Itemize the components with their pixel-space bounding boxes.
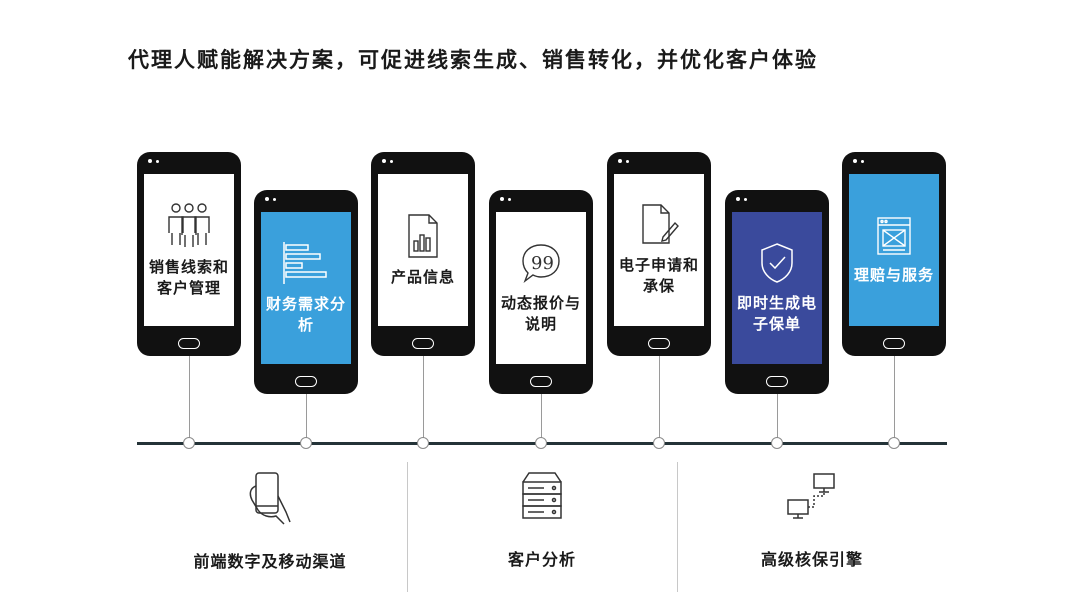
phone-product-info: 产品信息 xyxy=(371,152,475,356)
camera-dot xyxy=(508,198,511,201)
phone-screen: 即时生成电子保单 xyxy=(732,212,822,364)
channel-label: 高级核保引擎 xyxy=(760,550,863,569)
connector-line xyxy=(777,394,778,438)
camera-dot xyxy=(618,159,622,163)
phone-e-application: 电子申请和承保 xyxy=(607,152,711,356)
camera-dot xyxy=(148,159,152,163)
home-button xyxy=(766,376,788,387)
timeline-node xyxy=(771,437,783,449)
phone-screen: 理赔与服务 xyxy=(849,174,939,326)
network-computers-icon xyxy=(787,473,835,519)
server-icon xyxy=(522,472,562,519)
connector-line xyxy=(541,394,542,438)
phone-label: 动态报价与说明 xyxy=(500,294,581,333)
camera-dot xyxy=(156,160,159,163)
channel-customer-analysis: 客户分析 xyxy=(452,470,632,570)
camera-dot xyxy=(500,197,504,201)
phone-dynamic-quote: 99 动态报价与说明 xyxy=(489,190,593,394)
channel-underwriting-engine: 高级核保引擎 xyxy=(722,470,902,570)
phone-screen: 99 动态报价与说明 xyxy=(496,212,586,364)
phone-screen: 销售线索和客户管理 xyxy=(144,174,234,326)
phone-label: 即时生成电子保单 xyxy=(736,294,817,333)
quote-bubble-icon: 99 xyxy=(522,244,560,283)
phone-label: 电子申请和承保 xyxy=(618,256,699,295)
camera-dot xyxy=(861,160,864,163)
document-pen-icon xyxy=(642,204,679,244)
connector-line xyxy=(423,356,424,438)
home-button xyxy=(178,338,200,349)
timeline-node xyxy=(888,437,900,449)
connector-line xyxy=(189,356,190,438)
phone-label: 理赔与服务 xyxy=(853,265,934,284)
timeline-node xyxy=(300,437,312,449)
phone-label: 产品信息 xyxy=(390,267,455,286)
phone-label: 财务需求分析 xyxy=(265,295,346,334)
phone-financial-analysis: 财务需求分析 xyxy=(254,190,358,394)
channel-label: 客户分析 xyxy=(507,550,576,569)
phone-screen: 产品信息 xyxy=(378,174,468,326)
page-title: 代理人赋能解决方案，可促进线索生成、销售转化，并优化客户体验 xyxy=(128,47,818,72)
phone-screen: 财务需求分析 xyxy=(261,212,351,364)
camera-dot xyxy=(744,198,747,201)
phone-claims-service: 理赔与服务 xyxy=(842,152,946,356)
phone-instant-policy: 即时生成电子保单 xyxy=(725,190,829,394)
home-button xyxy=(295,376,317,387)
section-divider xyxy=(407,462,408,592)
people-group-icon xyxy=(168,203,210,247)
camera-dot xyxy=(736,197,740,201)
home-button xyxy=(530,376,552,387)
camera-dot xyxy=(265,197,269,201)
browser-layout-icon xyxy=(877,216,911,255)
svg-text:99: 99 xyxy=(531,253,554,274)
phone-screen: 电子申请和承保 xyxy=(614,174,704,326)
phone-label: 销售线索和客户管理 xyxy=(148,258,229,297)
phone-lead-management: 销售线索和客户管理 xyxy=(137,152,241,356)
bar-list-icon xyxy=(283,242,327,284)
connector-line xyxy=(306,394,307,438)
camera-dot xyxy=(390,160,393,163)
timeline-node xyxy=(417,437,429,449)
connector-line xyxy=(659,356,660,438)
camera-dot xyxy=(626,160,629,163)
camera-dot xyxy=(853,159,857,163)
hand-phone-icon xyxy=(249,472,291,525)
timeline-node xyxy=(653,437,665,449)
home-button xyxy=(648,338,670,349)
camera-dot xyxy=(382,159,386,163)
section-divider xyxy=(677,462,678,592)
shield-check-icon xyxy=(761,243,793,283)
home-button xyxy=(412,338,434,349)
channel-digital-mobile: 前端数字及移动渠道 xyxy=(180,470,360,572)
timeline-node xyxy=(183,437,195,449)
home-button xyxy=(883,338,905,349)
channel-label: 前端数字及移动渠道 xyxy=(193,552,347,571)
connector-line xyxy=(894,356,895,438)
document-chart-icon xyxy=(408,213,438,258)
timeline-node xyxy=(535,437,547,449)
camera-dot xyxy=(273,198,276,201)
